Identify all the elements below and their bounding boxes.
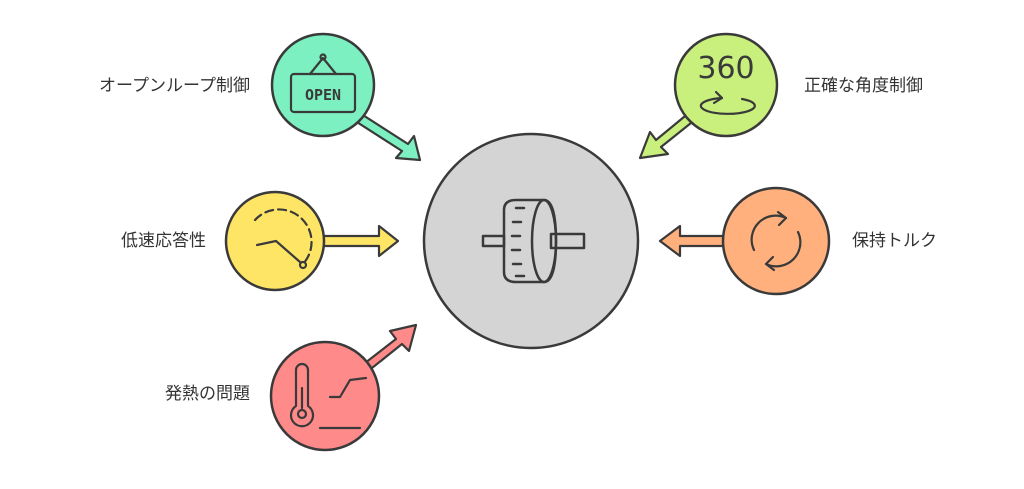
node-holding <box>658 186 831 296</box>
svg-text:OPEN: OPEN <box>305 86 341 104</box>
cycle-arrows-icon <box>750 210 802 272</box>
center-node <box>422 132 640 350</box>
label-angle: 正確な角度制御 <box>804 76 923 96</box>
rotate-360-icon: 360 <box>697 51 756 115</box>
label-open-loop: オープンループ制御 <box>99 76 250 96</box>
gauge-icon <box>253 208 313 270</box>
label-low-speed: 低速応答性 <box>121 231 206 251</box>
thermometer-icon <box>289 362 368 430</box>
node-heat <box>269 323 418 452</box>
node-angle: 360 <box>638 32 779 160</box>
label-holding: 保持トルク <box>852 231 937 251</box>
node-low-speed <box>224 190 400 292</box>
rotate-360-text: 360 <box>697 51 754 86</box>
node-open-loop: OPEN <box>270 32 422 162</box>
open-sign-icon: OPEN <box>289 53 357 114</box>
label-heat: 発熱の問題 <box>165 384 250 404</box>
motor-icon <box>481 198 586 284</box>
